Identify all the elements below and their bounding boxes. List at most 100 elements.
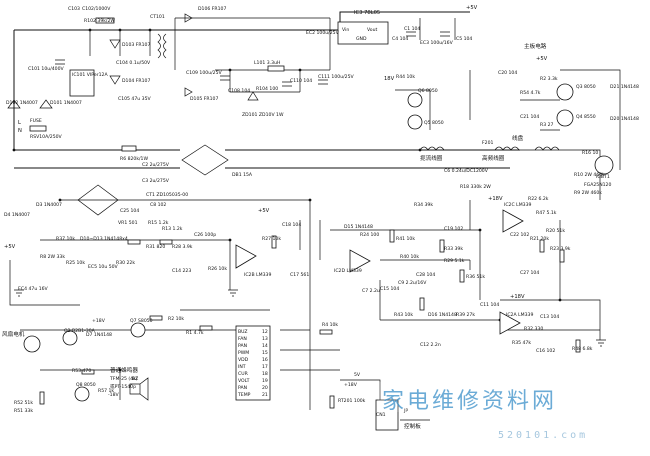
svg-text:C18 104: C18 104 bbox=[282, 222, 301, 228]
r102-resistor bbox=[95, 17, 115, 24]
svg-text:R39 27k: R39 27k bbox=[456, 312, 475, 318]
mcu-chip bbox=[235, 325, 271, 401]
svg-text:Q3 8050: Q3 8050 bbox=[576, 84, 596, 90]
svg-text:21: 21 bbox=[262, 392, 268, 398]
svg-text:R53 470: R53 470 bbox=[72, 368, 91, 374]
svg-text:CT1 ZD105035-00: CT1 ZD105035-00 bbox=[146, 192, 188, 198]
q5-transistor bbox=[407, 114, 423, 130]
svg-text:IC101 VIPer12A: IC101 VIPer12A bbox=[72, 72, 108, 78]
svg-text:R33 39k: R33 39k bbox=[444, 246, 463, 252]
svg-text:EC4 47u 16V: EC4 47u 16V bbox=[18, 286, 49, 292]
svg-text:R43 10k: R43 10k bbox=[394, 312, 413, 318]
svg-text:C101 10u/400V: C101 10u/400V bbox=[28, 66, 65, 72]
svg-text:Vout: Vout bbox=[367, 27, 378, 33]
svg-text:TFM-25 (4k): TFM-25 (4k) bbox=[109, 376, 138, 382]
svg-text:D20 1N4148: D20 1N4148 bbox=[610, 116, 639, 122]
svg-text:R57 1k: R57 1k bbox=[98, 388, 114, 394]
svg-text:C5 104: C5 104 bbox=[456, 36, 472, 42]
svg-text:BZ: BZ bbox=[132, 376, 138, 382]
svg-text:R23 3.9k: R23 3.9k bbox=[550, 246, 571, 252]
mcu-pin-labels: BUZ FAN PAN PWM VDD INT CUR VOLT PAN TEM… bbox=[237, 329, 268, 398]
svg-text:CT101: CT101 bbox=[150, 14, 165, 20]
svg-text:EC3 100u/16V: EC3 100u/16V bbox=[420, 40, 454, 46]
svg-text:VR1 501: VR1 501 bbox=[118, 220, 138, 226]
svg-text:C111 100u/25V: C111 100u/25V bbox=[318, 74, 355, 80]
svg-text:R102 39k/2W: R102 39k/2W bbox=[84, 18, 115, 24]
svg-text:C103: C103 bbox=[68, 6, 80, 12]
svg-text:D101 1N4007: D101 1N4007 bbox=[50, 100, 82, 106]
svg-text:Q2 B2B1-30A: Q2 B2B1-30A bbox=[64, 328, 96, 334]
svg-text:Q5 8050: Q5 8050 bbox=[424, 120, 444, 126]
svg-text:R51 33k: R51 33k bbox=[14, 408, 33, 414]
svg-text:R104 100: R104 100 bbox=[256, 86, 278, 92]
svg-text:IC3 78L05: IC3 78L05 bbox=[354, 10, 380, 16]
svg-text:C14 223: C14 223 bbox=[172, 268, 191, 274]
svg-text:+18V: +18V bbox=[488, 196, 503, 202]
d10-d13-bridge bbox=[77, 184, 119, 216]
choke-coils bbox=[419, 146, 520, 151]
cn1-connector bbox=[375, 399, 399, 431]
svg-text:R6 820k/1W: R6 820k/1W bbox=[120, 156, 148, 162]
svg-text:IGBT1: IGBT1 bbox=[596, 174, 610, 180]
svg-text:R32 330: R32 330 bbox=[524, 326, 543, 332]
svg-text:C12 2.2n: C12 2.2n bbox=[420, 342, 441, 348]
svg-text:+5V: +5V bbox=[4, 244, 16, 250]
svg-text:14: 14 bbox=[262, 343, 268, 349]
svg-text:Q4 8550: Q4 8550 bbox=[576, 114, 596, 120]
svg-text:R3 27: R3 27 bbox=[540, 122, 553, 128]
svg-text:BUZ: BUZ bbox=[238, 329, 248, 335]
svg-text:R16 10: R16 10 bbox=[582, 150, 598, 156]
svg-text:C13 104: C13 104 bbox=[540, 314, 559, 320]
svg-text:R30 22k: R30 22k bbox=[116, 260, 135, 266]
svg-text:R35 47k: R35 47k bbox=[512, 340, 531, 346]
svg-text:R47 5.1k: R47 5.1k bbox=[536, 210, 557, 216]
svg-text:R21 20k: R21 20k bbox=[530, 236, 549, 242]
svg-text:C15 104: C15 104 bbox=[380, 286, 399, 292]
svg-text:DB1 15A: DB1 15A bbox=[232, 172, 253, 178]
svg-text:C21 104: C21 104 bbox=[520, 114, 539, 120]
svg-text:C105 47u 35V: C105 47u 35V bbox=[118, 96, 151, 102]
svg-text:R4 10k: R4 10k bbox=[322, 322, 338, 328]
svg-text:Vin: Vin bbox=[342, 27, 349, 33]
svg-text:C16 102: C16 102 bbox=[536, 348, 555, 354]
svg-text:INT: INT bbox=[238, 364, 246, 370]
svg-text:C17 561: C17 561 bbox=[290, 272, 309, 278]
svg-text:R41 10k: R41 10k bbox=[396, 236, 415, 242]
svg-text:C20 104: C20 104 bbox=[498, 70, 517, 76]
reference-voltages: +5V +18V +18V +5V +5V bbox=[4, 56, 548, 300]
svg-text:R18 330k 2W: R18 330k 2W bbox=[460, 184, 491, 190]
svg-text:RT201 100k: RT201 100k bbox=[338, 398, 366, 404]
svg-text:IC2B LM339: IC2B LM339 bbox=[244, 272, 271, 278]
svg-text:VDD: VDD bbox=[238, 357, 249, 363]
svg-text:18: 18 bbox=[262, 371, 268, 377]
svg-text:R13 1.2k: R13 1.2k bbox=[162, 226, 183, 232]
ground-symbols bbox=[14, 289, 606, 347]
svg-text:R9 2W 460k: R9 2W 460k bbox=[574, 190, 602, 196]
svg-text:R26 10k: R26 10k bbox=[208, 266, 227, 272]
svg-text:R37 10k: R37 10k bbox=[56, 236, 75, 242]
watermark: 家电维修资料网 520101.com bbox=[378, 382, 638, 441]
svg-text:普通蜂鸣器: 普通蜂鸣器 bbox=[110, 366, 138, 374]
svg-text:IC2A LM339: IC2A LM339 bbox=[506, 312, 533, 318]
svg-text:R54 4.7k: R54 4.7k bbox=[520, 90, 541, 96]
svg-text:+5V: +5V bbox=[258, 208, 270, 214]
watermark-title: 家电维修资料网 bbox=[382, 389, 557, 414]
svg-text:R22 6.2k: R22 6.2k bbox=[528, 196, 549, 202]
svg-text:C7 2.2u: C7 2.2u bbox=[362, 288, 380, 294]
svg-text:GND: GND bbox=[356, 36, 367, 42]
svg-text:C102/1000V: C102/1000V bbox=[82, 6, 111, 12]
capacitors-top bbox=[55, 31, 450, 87]
svg-text:R29 5.1k: R29 5.1k bbox=[444, 258, 465, 264]
svg-text:-18V: -18V bbox=[108, 392, 120, 398]
svg-text:高频线圈: 高频线圈 bbox=[482, 154, 505, 162]
svg-text:R31 820: R31 820 bbox=[146, 244, 165, 250]
svg-text:TEMP: TEMP bbox=[237, 392, 251, 398]
buzzer-symbol bbox=[129, 377, 149, 401]
svg-text:+5V: +5V bbox=[466, 5, 478, 11]
svg-text:线盘: 线盘 bbox=[512, 134, 524, 142]
svg-text:D3 1N4007: D3 1N4007 bbox=[36, 202, 62, 208]
svg-text:IC2D LM339: IC2D LM339 bbox=[334, 268, 362, 274]
svg-text:F201: F201 bbox=[482, 140, 493, 146]
svg-text:17: 17 bbox=[262, 364, 268, 370]
q8-transistor bbox=[74, 386, 90, 402]
